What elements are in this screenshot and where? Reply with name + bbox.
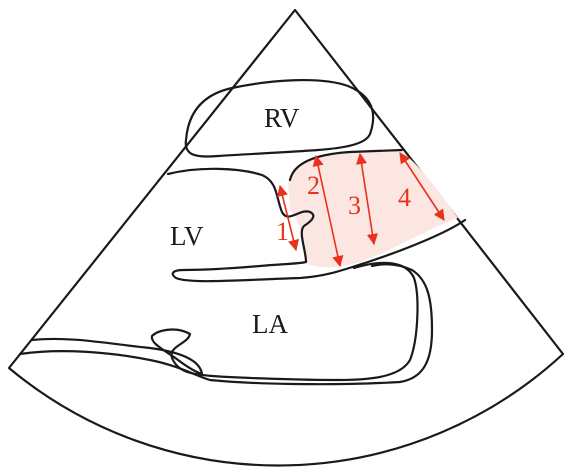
label-lv: LV bbox=[170, 221, 204, 251]
measurement-label-1: 1 bbox=[276, 217, 289, 246]
lower-wall-outline bbox=[20, 264, 432, 384]
measurement-label-2: 2 bbox=[307, 171, 320, 200]
measurement-label-3: 3 bbox=[348, 191, 361, 220]
outflow-region bbox=[288, 150, 458, 267]
measurement-label-4: 4 bbox=[398, 183, 411, 212]
label-la: LA bbox=[252, 309, 288, 339]
label-rv: RV bbox=[264, 103, 300, 133]
